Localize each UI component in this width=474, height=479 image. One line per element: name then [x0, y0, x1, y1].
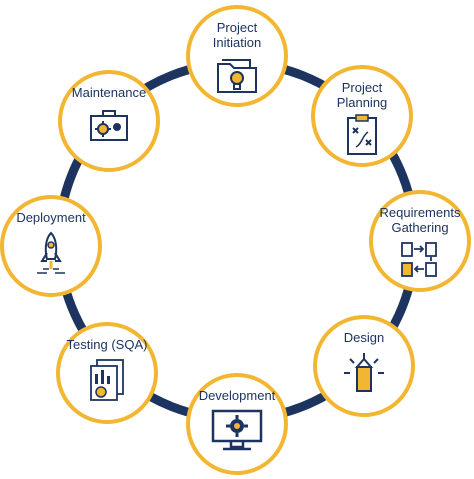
monitor-gear-icon: [211, 409, 263, 451]
toolbox-gears-icon: [90, 110, 128, 141]
stage-label: Testing (SQA): [66, 337, 148, 352]
documents-flow-icon: [401, 242, 437, 277]
stage-label: Maintenance: [71, 85, 147, 100]
stage-design: Design: [313, 315, 415, 417]
stage-label: Deployment: [16, 210, 86, 225]
stage-label: Requirements Gathering: [379, 205, 461, 235]
stage-project-planning: Project Planning: [311, 65, 413, 167]
stage-requirements-gathering: Requirements Gathering: [369, 190, 471, 292]
stage-deployment: Deployment: [0, 195, 102, 297]
stage-label: Development: [198, 388, 276, 403]
pencil-idea-icon: [344, 353, 384, 392]
stage-maintenance: Maintenance: [58, 70, 160, 172]
rocket-launch-icon: [37, 231, 65, 274]
stage-project-initiation: Project Initiation: [186, 5, 288, 107]
stage-development: Development: [186, 373, 288, 475]
stage-label: Project Planning: [336, 80, 388, 110]
stage-label: Project Initiation: [212, 20, 262, 50]
report-chart-icon: [90, 359, 124, 401]
stage-label: Design: [343, 330, 385, 345]
folder-lightbulb-icon: [217, 59, 257, 93]
stage-testing-sqa: Testing (SQA): [56, 322, 158, 424]
clipboard-strategy-icon: [347, 114, 377, 155]
